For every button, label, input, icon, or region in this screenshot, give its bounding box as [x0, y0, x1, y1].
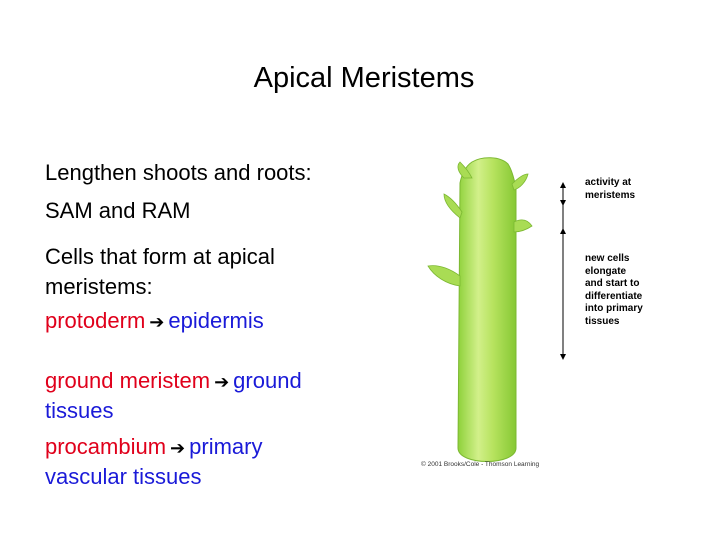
term-epidermis: epidermis — [168, 308, 264, 333]
leaf-primordium-left — [457, 161, 473, 179]
ground-meristem-row: ground meristem➔ground — [45, 366, 302, 397]
arrow-head-mid-up — [560, 200, 566, 206]
term-ground-meristem: ground meristem — [45, 368, 211, 393]
text-line-meristems: meristems: — [45, 274, 153, 299]
arrow-head-bottom — [560, 354, 566, 360]
copyright-credit: © 2001 Brooks/Cole - Thomson Learning — [421, 461, 540, 468]
label-activity: activity at meristems — [585, 177, 636, 201]
term-protoderm: protoderm — [45, 308, 146, 333]
term-primary: primary — [189, 434, 263, 459]
term-procambium: procambium — [45, 434, 167, 459]
arrow-head-top — [560, 182, 566, 188]
stem-shape — [457, 157, 517, 462]
term-tissues: tissues — [45, 398, 114, 423]
leaf-primordium-right — [511, 173, 529, 191]
term-vascular-tissues: vascular tissues — [45, 464, 202, 489]
term-ground: ground — [233, 368, 302, 393]
text-line-sam-ram: SAM and RAM — [45, 198, 191, 223]
label-new-cells: new cells elongate and start to differen… — [585, 253, 643, 327]
leaf-left-upper — [443, 193, 463, 219]
arrow-icon: ➔ — [149, 312, 165, 332]
slide-title: Apical Meristems — [253, 62, 475, 94]
shoot-illustration — [427, 157, 566, 462]
text-line-lengthen: Lengthen shoots and roots: — [45, 160, 312, 185]
text-line-cells: Cells that form at apical — [45, 244, 275, 269]
protoderm-row: protoderm➔epidermis — [45, 306, 264, 337]
arrow-head-mid-down — [560, 228, 566, 234]
arrow-icon: ➔ — [170, 438, 186, 458]
leaf-left-lower — [427, 265, 461, 287]
leaf-right-middle — [513, 219, 533, 233]
arrow-icon: ➔ — [214, 372, 230, 392]
procambium-row: procambium➔primary — [45, 432, 262, 463]
